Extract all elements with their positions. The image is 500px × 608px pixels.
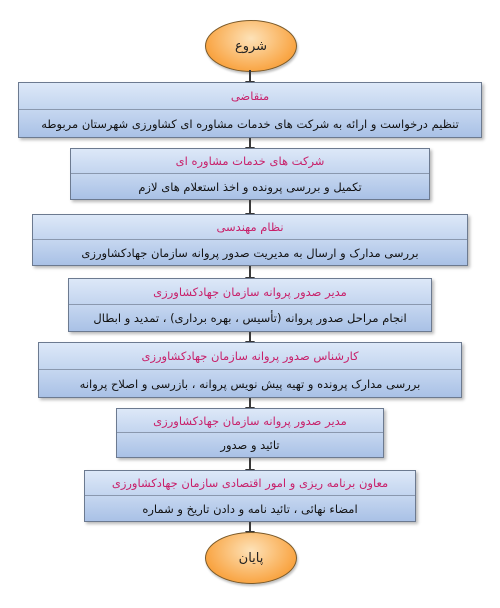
step-title: معاون برنامه ریزی و امور اقتصادی سازمان … [85,471,415,496]
step-title: کارشناس صدور پروانه سازمان جهادکشاورزی [39,343,461,370]
start-label: شروع [234,38,268,54]
step-title: نظام مهندسی [33,215,467,240]
step-title: مدیر صدور پروانه سازمان جهادکشاورزی [69,279,431,305]
step-description: بررسی مدارک و ارسال به مدیریت صدور پروان… [33,240,467,265]
step-title: مدیر صدور پروانه سازمان جهادکشاورزی [117,409,383,433]
arrow [245,458,255,476]
step-description: تنظیم درخواست و ارائه به شرکت های خدمات … [19,110,481,137]
step-title: شرکت های خدمات مشاوره ای [71,149,429,174]
step-description: تکمیل و بررسی پرونده و اخذ استعلام های ل… [71,174,429,199]
step-description: امضاء نهائی ، تائید نامه و دادن تاریخ و … [85,496,415,521]
step-description: بررسی مدارک پرونده و تهیه پیش نویس پروان… [39,370,461,397]
arrow [245,332,255,348]
arrow [245,138,255,154]
flow-step-license-manager: مدیر صدور پروانه سازمان جهادکشاورزی انجا… [68,278,432,332]
end-terminal: پایان [205,532,297,584]
start-terminal: شروع [205,20,297,72]
flow-step-applicant: متقاضی تنظیم درخواست و ارائه به شرکت های… [18,82,482,138]
flow-step-approval-manager: مدیر صدور پروانه سازمان جهادکشاورزی تائی… [116,408,384,458]
flow-step-license-expert: کارشناس صدور پروانه سازمان جهادکشاورزی ب… [38,342,462,398]
arrow [245,70,255,88]
arrow [245,522,255,538]
arrow [245,398,255,414]
step-title: متقاضی [19,83,481,110]
flow-step-consulting-companies: شرکت های خدمات مشاوره ای تکمیل و بررسی پ… [70,148,430,200]
step-description: تائید و صدور [117,433,383,457]
flow-step-engineering-system: نظام مهندسی بررسی مدارک و ارسال به مدیری… [32,214,468,266]
end-label: پایان [238,550,264,566]
step-description: انجام مراحل صدور پروانه (تأسیس ، بهره بر… [69,305,431,331]
flow-step-deputy-planning: معاون برنامه ریزی و امور اقتصادی سازمان … [84,470,416,522]
arrow [245,266,255,284]
arrow [245,200,255,220]
